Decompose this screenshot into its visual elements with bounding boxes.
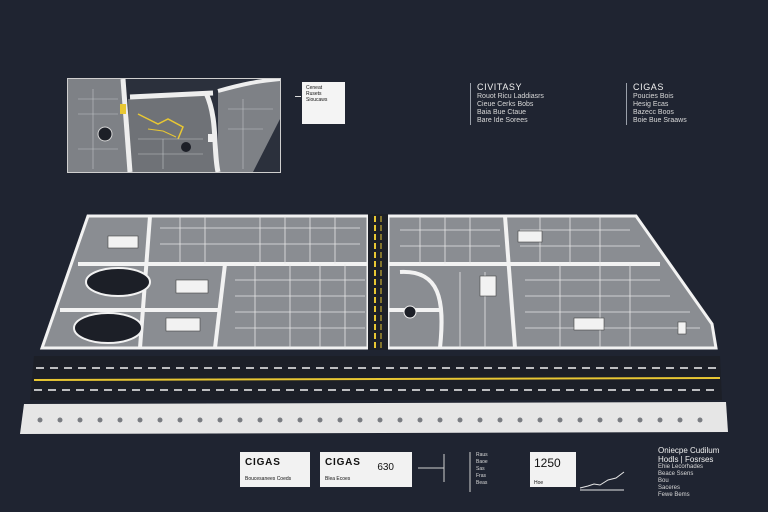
- main-site-plan: [0, 200, 768, 450]
- card-1-caption: Boucesanees Coeds: [245, 476, 292, 482]
- card-2-title: CIGAS: [325, 457, 361, 468]
- card-3-line: Fras: [476, 473, 486, 479]
- info-card-1: CIGAS Boucesanees Coeds: [240, 452, 310, 487]
- card-3-line: Baoe: [476, 459, 488, 465]
- legend-left-line: Bare Ide Sorees: [477, 117, 528, 124]
- note-card-line: Rusets: [306, 91, 322, 97]
- card-3-line: Raus: [476, 452, 488, 458]
- note-card-line: Sioucaws: [306, 97, 328, 103]
- site-plan-graphic: [20, 214, 728, 434]
- bottom-legend-title: Oniecpe Cudilum: [658, 446, 720, 455]
- bottom-legend-line: Fewe Bems: [658, 492, 690, 498]
- sidewalk-strip: [20, 402, 728, 434]
- card-1-title: CIGAS: [245, 457, 281, 468]
- legend-right-line: Hesig Ecas: [633, 101, 669, 108]
- card-3-line: Sas: [476, 466, 485, 472]
- card-3-connector: [418, 452, 471, 492]
- legend-left-title: CIVITASY: [477, 82, 523, 92]
- legend-left-line: Baia Bue Ctaue: [477, 109, 527, 116]
- info-card-2: CIGAS 630 Blea Ecoes: [320, 452, 412, 487]
- tank-1: [85, 267, 151, 297]
- card-2-caption: Blea Ecoes: [325, 476, 351, 482]
- bottom-legend-line: Beace Ssens: [658, 471, 694, 477]
- card-2-number: 630: [377, 462, 394, 473]
- bottom-legend-subtitle: Hodls | Fosrses: [658, 455, 714, 464]
- legend-left: CIVITASY Rouot Ricu Laddiasrs Cieue Cerk…: [470, 83, 587, 125]
- card-3-line: Beas: [476, 480, 488, 486]
- card-4-caption: Hoe: [534, 480, 544, 486]
- bottom-legend-line: Bou: [658, 478, 669, 484]
- info-card-3: Raus Baoe Sas Fras Beas: [418, 452, 518, 492]
- central-road: [368, 214, 388, 350]
- legend-right-line: Poucies Bois: [633, 93, 674, 100]
- legend-right: CIGAS Poucies Bois Hesig Ecas Bazecc Boo…: [626, 83, 713, 125]
- note-card: Ceneat Rusets Sioucaws: [295, 82, 345, 124]
- bottom-legend-line: Ehie Lecorhades: [658, 464, 704, 470]
- card-4-number: 1250: [534, 456, 561, 470]
- legend-left-line: Rouot Ricu Laddiasrs: [477, 93, 544, 100]
- legend-right-line: Boie Bue Sraaws: [633, 117, 687, 124]
- inset-map-graphic: [68, 79, 280, 172]
- note-arrow: [295, 96, 301, 97]
- note-card-title: Ceneat: [306, 85, 323, 91]
- tank-2: [73, 312, 143, 344]
- bottom-legend-line: Saceres: [658, 485, 681, 491]
- legend-right-line: Bazecc Boos: [633, 109, 674, 116]
- bottom-legend: Oniecpe Cudilum Hodls | Fosrses Ehie Lec…: [658, 446, 748, 499]
- highway: [30, 356, 722, 400]
- mini-profile-plot: [578, 470, 626, 492]
- inset-map: [67, 78, 281, 173]
- legend-right-title: CIGAS: [633, 82, 665, 92]
- info-card-4: 1250 Hoe: [530, 452, 576, 487]
- legend-left-line: Cieue Cerks Bobs: [477, 101, 534, 108]
